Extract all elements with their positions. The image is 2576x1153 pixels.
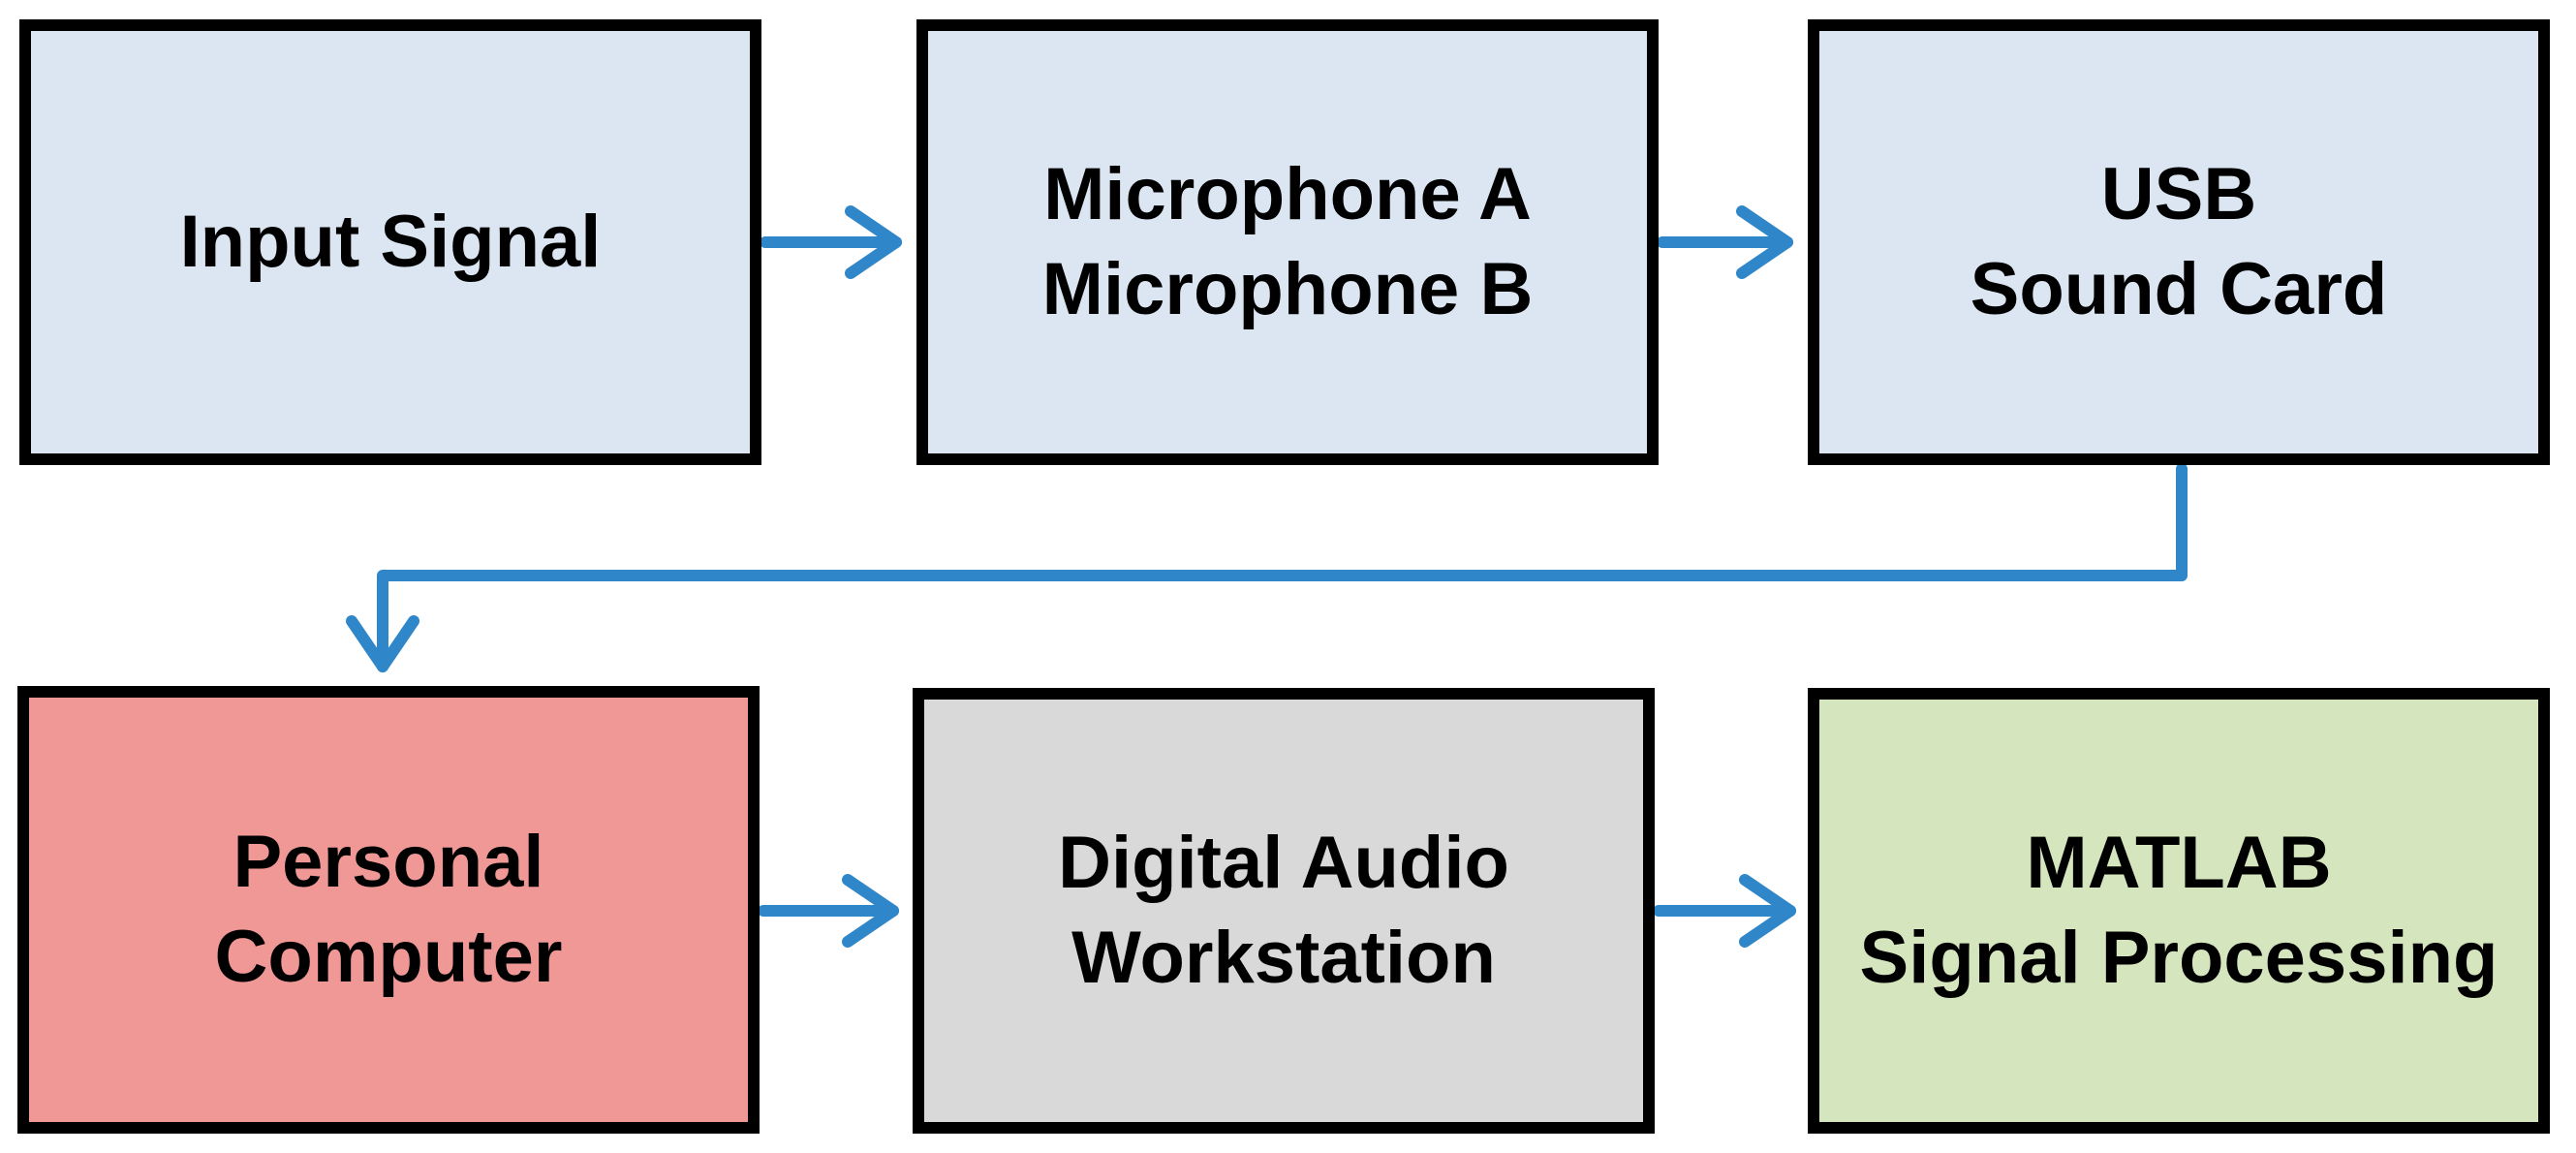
block-usb-line-2: Sound Card: [1970, 248, 2388, 330]
block-microphones-line-1: Microphone A: [1043, 153, 1532, 235]
block-daw-line-2: Workstation: [1071, 917, 1496, 999]
block-input-signal-line-1: Input Signal: [179, 201, 602, 283]
block-microphones-line-2: Microphone B: [1041, 248, 1534, 330]
block-personal-computer: Personal Computer: [17, 686, 760, 1134]
arrow-usb-to-pc: [346, 463, 2188, 672]
arrow-pc-to-daw: [758, 874, 899, 948]
block-daw-line-1: Digital Audio: [1058, 822, 1509, 904]
block-pc-line-1: Personal: [233, 821, 544, 903]
arrow-microphones-to-usb: [1657, 205, 1793, 279]
block-matlab-line-1: MATLAB: [2026, 822, 2332, 904]
arrow-input-to-microphones: [760, 205, 902, 279]
block-pc-line-2: Computer: [214, 916, 563, 998]
block-input-signal: Input Signal: [19, 19, 761, 465]
block-usb-sound-card: USB Sound Card: [1808, 19, 2550, 465]
block-usb-line-1: USB: [2100, 153, 2257, 235]
block-microphones: Microphone A Microphone B: [916, 19, 1659, 465]
block-digital-audio-workstation: Digital Audio Workstation: [913, 688, 1655, 1134]
arrow-daw-to-matlab: [1653, 874, 1796, 948]
block-matlab-signal-processing: MATLAB Signal Processing: [1808, 688, 2550, 1134]
block-matlab-line-2: Signal Processing: [1859, 917, 2498, 999]
